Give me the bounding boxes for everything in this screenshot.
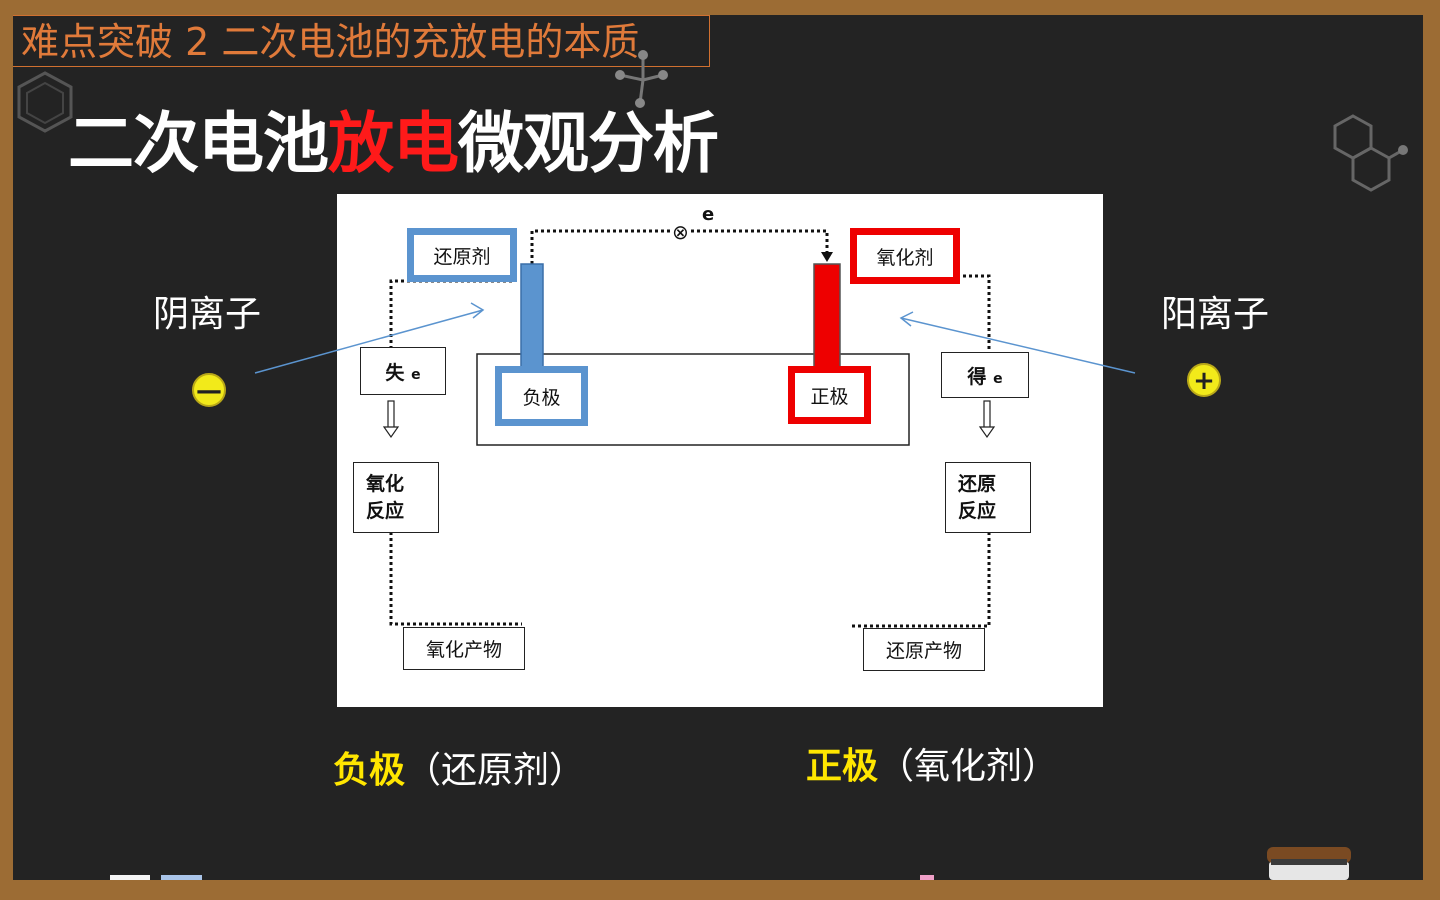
main-title-part1: 二次电池 — [68, 105, 329, 182]
reduction-reaction-line2: 反应 — [958, 500, 997, 522]
oxidizing-agent-box: 氧化剂 — [850, 228, 960, 284]
reduction-product-box: 还原产物 — [863, 628, 985, 671]
main-title-part3: 微观分析 — [458, 105, 719, 182]
oxidation-reaction-line1: 氧化 — [366, 473, 405, 495]
left-top-path — [389, 279, 512, 347]
anode-caption-rest: （还原剂） — [405, 750, 586, 791]
electron-label: e — [702, 204, 715, 225]
oxidation-product-box: 氧化产物 — [403, 627, 525, 670]
left-bottom-path — [389, 532, 522, 626]
gain-electron-box: 得 e — [941, 352, 1029, 398]
main-title: 二次电池放电微观分析 — [68, 90, 719, 186]
cathode-caption: 正极（氧化剂） — [806, 737, 1058, 789]
benzene-ring-icon — [17, 71, 73, 133]
pink-chalk — [920, 875, 934, 880]
discharge-diagram: e ⊗ 还原剂 氧化剂 负极 正极 失 e 得 e 氧化 反应 还原 反应 氧化… — [337, 194, 1103, 707]
electrolyte-container — [476, 353, 910, 446]
oxidation-reaction-box: 氧化 反应 — [353, 462, 439, 533]
eraser-icon — [1267, 847, 1351, 880]
cation-symbol: + — [1187, 363, 1221, 397]
anion-symbol: — — [192, 373, 226, 407]
gain-electron-text: 得 — [967, 365, 987, 388]
negative-electrode-bar — [520, 263, 544, 375]
main-title-highlight: 放电 — [328, 105, 459, 182]
positive-electrode-label: 正极 — [788, 366, 871, 424]
anion-label: 阴离子 — [153, 294, 262, 335]
cathode-caption-key: 正极 — [806, 746, 879, 787]
gain-electron-e: e — [993, 370, 1003, 387]
chalkboard: 难点突破 2 二次电池的充放电的本质 二次电池放电微观分析 阴离子 — 阳离子 … — [13, 15, 1423, 880]
ammeter-icon: ⊗ — [672, 220, 689, 244]
left-down-arrow-icon — [382, 400, 400, 439]
lose-electron-e: e — [411, 366, 421, 383]
blue-chalk — [161, 875, 202, 880]
right-bottom-path — [849, 532, 991, 628]
cation-label: 阳离子 — [1161, 294, 1270, 335]
lose-electron-text: 失 — [385, 361, 405, 384]
current-arrow-icon — [821, 252, 833, 262]
topic-title: 难点突破 2 二次电池的充放电的本质 — [13, 15, 710, 67]
reducing-agent-box: 还原剂 — [407, 228, 517, 282]
lose-electron-box: 失 e — [360, 347, 446, 395]
anode-caption: 负极（还原剂） — [333, 741, 585, 793]
naphthalene-icon — [1333, 114, 1408, 192]
molecule-icon — [615, 50, 668, 108]
right-top-path — [957, 274, 991, 352]
cathode-caption-rest: （氧化剂） — [878, 746, 1059, 787]
reduction-reaction-box: 还原 反应 — [945, 462, 1031, 533]
white-chalk — [110, 875, 150, 880]
reduction-reaction-line1: 还原 — [958, 473, 997, 495]
right-down-arrow-icon — [978, 400, 996, 439]
positive-electrode-bar — [813, 263, 841, 375]
anode-caption-key: 负极 — [333, 750, 406, 791]
negative-electrode-label: 负极 — [495, 366, 588, 426]
oxidation-reaction-line2: 反应 — [366, 500, 405, 522]
